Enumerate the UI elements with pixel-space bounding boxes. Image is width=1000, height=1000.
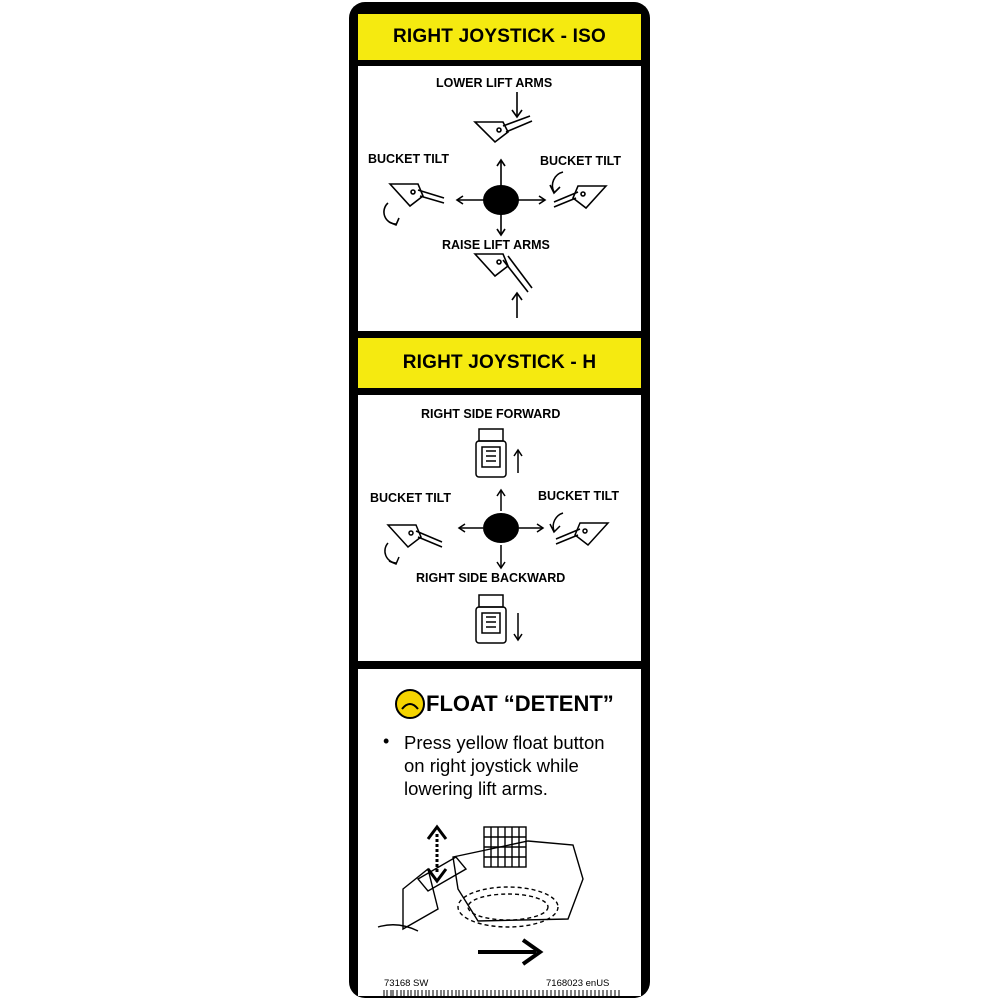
iso-bucket-tilt-left-label: BUCKET TILT <box>368 152 450 166</box>
skid-steer-illustration <box>377 824 584 932</box>
footer-left-code: 73168 SW <box>384 978 429 989</box>
iso-panel: LOWER LIFT ARMS BUCKET TILT BUCKET TILT … <box>358 66 641 331</box>
float-panel: FLOAT “DETENT” • Press yellow float butt… <box>358 669 641 977</box>
footer-right-code: 7168023 enUS <box>546 978 610 989</box>
barcode <box>383 990 620 996</box>
right-arrow-icon <box>521 938 544 966</box>
float-bullet: • <box>383 731 390 751</box>
right-side-forward-label: RIGHT SIDE FORWARD <box>421 407 561 421</box>
footer-strip: 73168 SW 7168023 enUS <box>358 977 641 996</box>
h-header: RIGHT JOYSTICK - H <box>358 338 641 388</box>
float-instructions: Press yellow float button on right joyst… <box>404 732 605 799</box>
iso-joystick-diagram <box>383 92 608 318</box>
float-diagram <box>377 689 584 966</box>
iso-title: RIGHT JOYSTICK - ISO <box>392 26 607 47</box>
right-side-backward-label: RIGHT SIDE BACKWARD <box>416 571 566 585</box>
h-joystick-diagram <box>384 428 610 644</box>
h-panel: RIGHT SIDE FORWARD BUCKET TILT BUCKET TI… <box>358 395 641 661</box>
h-bucket-tilt-right-label: BUCKET TILT <box>538 489 620 503</box>
h-title: RIGHT JOYSTICK - H <box>402 352 597 373</box>
raise-lift-arms-label: RAISE LIFT ARMS <box>442 238 550 252</box>
float-title: FLOAT “DETENT” <box>426 691 614 716</box>
decal-label: RIGHT JOYSTICK - ISO LOWER LIFT ARMS BUC… <box>349 2 650 998</box>
iso-bucket-tilt-right-label: BUCKET TILT <box>540 154 622 168</box>
lower-lift-arms-label: LOWER LIFT ARMS <box>436 76 553 90</box>
iso-header: RIGHT JOYSTICK - ISO <box>358 14 641 60</box>
h-bucket-tilt-left-label: BUCKET TILT <box>370 491 452 505</box>
